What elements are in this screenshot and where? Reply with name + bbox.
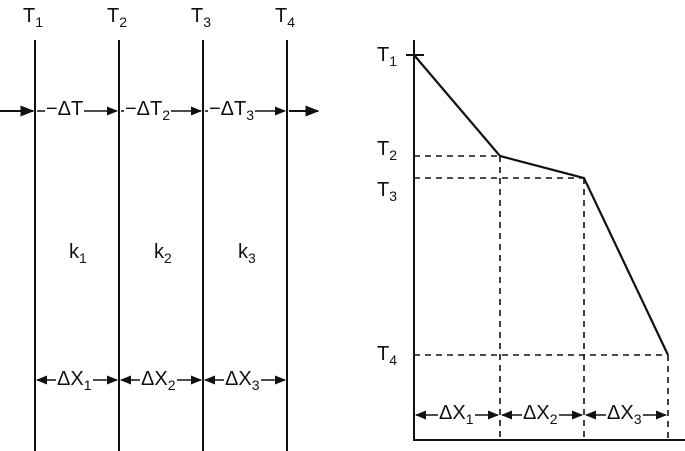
wall-temp-label-3: T3 [191,5,212,30]
profile-temp-label-1: T1 [377,44,398,69]
wall-temp-label-4: T4 [275,5,296,30]
conductivity-label-2: k2 [154,241,172,266]
profile-temp-label-2: T2 [377,138,398,163]
thickness-label-2: ΔX2 [140,368,177,395]
delta-t-label-2: −ΔT2 [124,98,172,125]
profile-thickness-label-2: ΔX2 [522,402,559,429]
profile-thickness-label-3: ΔX3 [606,402,643,429]
profile-temp-label-3: T3 [377,179,398,204]
thickness-label-3: ΔX3 [224,368,261,395]
wall-temp-label-2: T2 [107,5,128,30]
thickness-label-1: ΔX1 [56,368,93,395]
profile-thickness-label-1: ΔX1 [438,402,475,429]
conductivity-label-1: k1 [69,241,87,266]
delta-t-label-3: −ΔT3 [208,98,256,125]
profile-temp-label-4: T4 [377,343,398,368]
conductivity-label-3: k3 [238,241,256,266]
delta-t-label-1: −ΔT [45,99,85,125]
temperature-profile-line [413,54,669,356]
wall-temp-label-1: T1 [23,5,44,30]
